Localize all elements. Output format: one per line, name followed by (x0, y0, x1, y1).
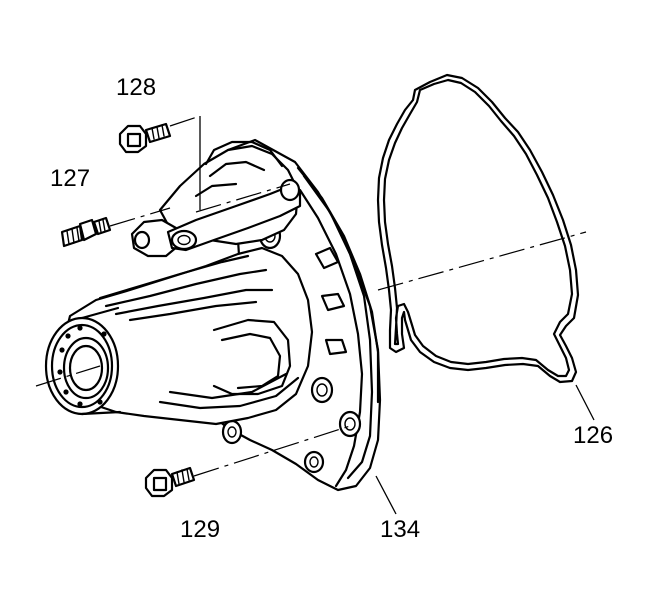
callout-126: 126 (573, 422, 613, 449)
stud-127 (60, 216, 112, 248)
callout-129: 129 (180, 516, 220, 543)
bolt-129 (144, 466, 196, 498)
gasket-126 (376, 73, 580, 384)
callout-127: 127 (50, 165, 90, 192)
leader-lines (375, 384, 595, 515)
callout-134: 134 (380, 516, 420, 543)
bolt-128 (118, 122, 172, 154)
extension-housing (44, 138, 382, 492)
callout-128: 128 (116, 74, 156, 101)
alignment-lines (35, 115, 587, 477)
